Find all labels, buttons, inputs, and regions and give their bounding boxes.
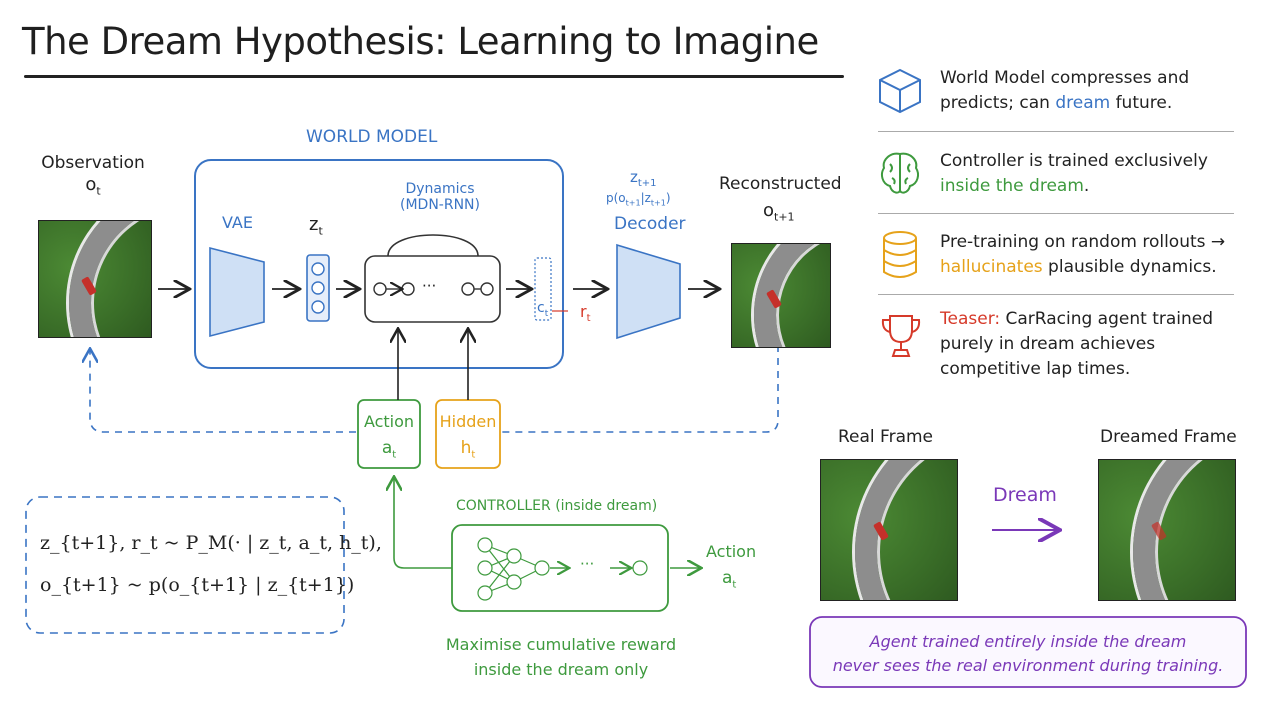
divider — [878, 294, 1234, 295]
cube-icon — [879, 68, 921, 114]
trophy-icon — [881, 315, 921, 357]
reconstructed-var: ot+1 — [763, 200, 795, 224]
rt-label: rt — [580, 302, 591, 325]
observation-frame — [38, 220, 152, 338]
dream-arrow-label: Dream — [993, 484, 1057, 506]
hidden-label: Hidden — [439, 412, 497, 431]
side-item-text: World Model compresses and predicts; can… — [940, 68, 1190, 113]
controller-network — [477, 537, 648, 601]
real-frame — [820, 459, 958, 601]
side-item-text: Controller is trained exclusively inside… — [940, 151, 1208, 196]
world-model-box — [194, 159, 564, 369]
action-var: at — [381, 438, 397, 461]
divider — [878, 213, 1234, 214]
decoder-p-label: p(ot+1|zt+1) — [606, 191, 671, 208]
rnn-loop — [387, 234, 479, 257]
equation-line2: o_{t+1} ~ p(o_{t+1} | z_{t+1}) — [40, 574, 355, 596]
vae-label: VAE — [222, 213, 253, 232]
decoder-shape — [616, 243, 681, 340]
observation-label: Observation — [41, 153, 145, 173]
world-model-label: WORLD MODEL — [306, 127, 438, 147]
decoder-z-label: zt+1 — [630, 168, 657, 189]
dreamed-frame-label: Dreamed Frame — [1100, 427, 1237, 447]
observation-var: ot — [85, 174, 101, 198]
controller-output-var: at — [722, 568, 737, 591]
side-item-text: Pre-training on random rollouts → halluc… — [940, 232, 1226, 277]
real-frame-label: Real Frame — [838, 427, 934, 447]
controller-label: CONTROLLER (inside dream) — [456, 498, 658, 514]
vae-shape — [209, 246, 265, 338]
database-icon — [883, 231, 917, 278]
zt-label: zt — [309, 214, 323, 238]
action-label: Action — [363, 412, 415, 431]
equation-box — [25, 496, 345, 634]
ct-label: ct — [537, 300, 549, 319]
page-title: The Dream Hypothesis: Learning to Imagin… — [22, 20, 819, 63]
hidden-var: ht — [460, 438, 476, 461]
equation-line1: z_{t+1}, r_t ~ P_M(· | z_t, a_t, h_t), — [40, 532, 382, 554]
controller-to-action — [394, 478, 452, 569]
controller-ellipsis: ··· — [580, 555, 595, 573]
rnn-ellipsis: ··· — [422, 277, 437, 295]
action-box — [357, 399, 421, 469]
brain-icon — [881, 152, 919, 194]
controller-output-label: Action — [706, 542, 757, 561]
title-underline — [24, 75, 844, 78]
rnn-box — [364, 255, 501, 323]
decoder-label: Decoder — [614, 214, 686, 234]
ct-bracket — [534, 257, 552, 321]
note-box — [809, 616, 1247, 688]
feedback-loop — [502, 345, 779, 433]
dreamed-frame — [1098, 459, 1236, 601]
reconstructed-frame — [731, 243, 831, 348]
note-text: Agent trained entirely inside the dream … — [832, 632, 1224, 675]
dynamics-label: Dynamics(MDN-RNN) — [400, 181, 480, 213]
divider — [878, 131, 1234, 132]
reconstructed-label: Reconstructed — [719, 174, 842, 194]
side-item-text: Teaser: CarRacing agent trained purely i… — [940, 309, 1214, 379]
